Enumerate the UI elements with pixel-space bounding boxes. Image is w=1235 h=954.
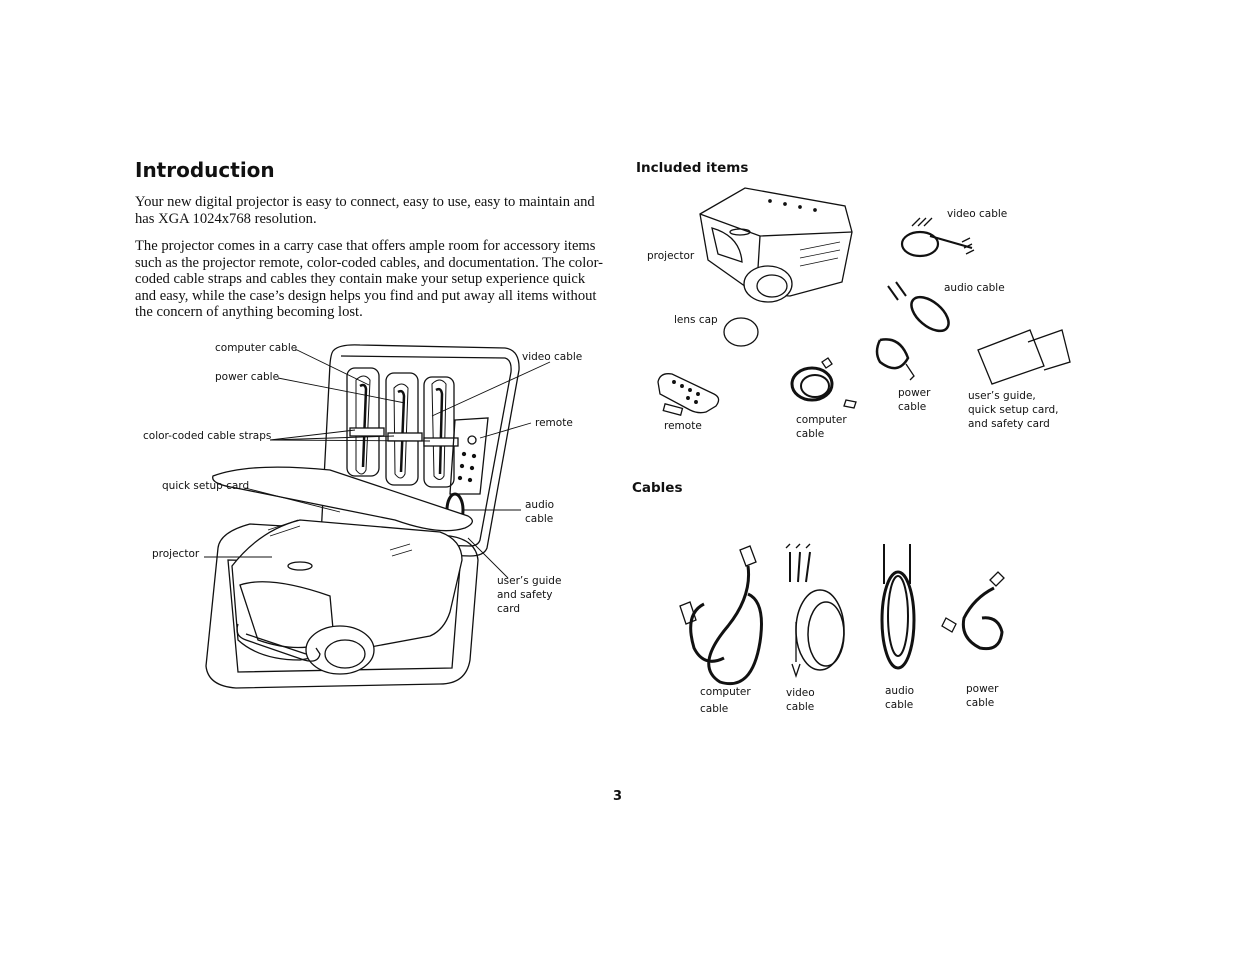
label-case-video-cable: video cable (522, 351, 583, 363)
included-items-heading: Included items (636, 160, 749, 176)
label-case-audio-cable: audio cable (525, 499, 555, 525)
label-cable-video: video cable (786, 687, 815, 713)
intro-paragraph-2: The projector comes in a carry case that… (135, 238, 603, 321)
label-included-docs: user’s guide, quick setup card, and safe… (968, 390, 1059, 430)
label-included-computer-cable: computer cable (796, 414, 847, 440)
label-included-lens-cap: lens cap (674, 314, 718, 326)
label-case-users-guide: user’s guide and safety card (497, 575, 562, 615)
label-cable-power: power cable (966, 683, 999, 709)
label-included-projector: projector (647, 250, 695, 262)
label-cable-audio: audio cable (885, 685, 915, 711)
label-case-power-cable: power cable (215, 371, 280, 383)
page-number: 3 (613, 789, 623, 804)
page-title: Introduction (135, 158, 275, 182)
label-case-quick-setup-card: quick setup card (162, 480, 250, 492)
label-case-computer-cable: computer cable (215, 342, 298, 354)
label-case-remote: remote (535, 417, 573, 429)
label-included-audio-cable: audio cable (944, 282, 1005, 294)
label-case-cable-straps: color-coded cable straps (143, 430, 272, 442)
label-included-remote: remote (664, 420, 702, 432)
label-included-power-cable: power cable (898, 387, 931, 413)
cables-heading: Cables (632, 480, 683, 496)
label-cable-computer: computer cable (700, 686, 751, 715)
label-included-video-cable: video cable (947, 208, 1008, 220)
label-case-projector: projector (152, 548, 200, 560)
intro-paragraph-1: Your new digital projector is easy to co… (135, 194, 595, 227)
